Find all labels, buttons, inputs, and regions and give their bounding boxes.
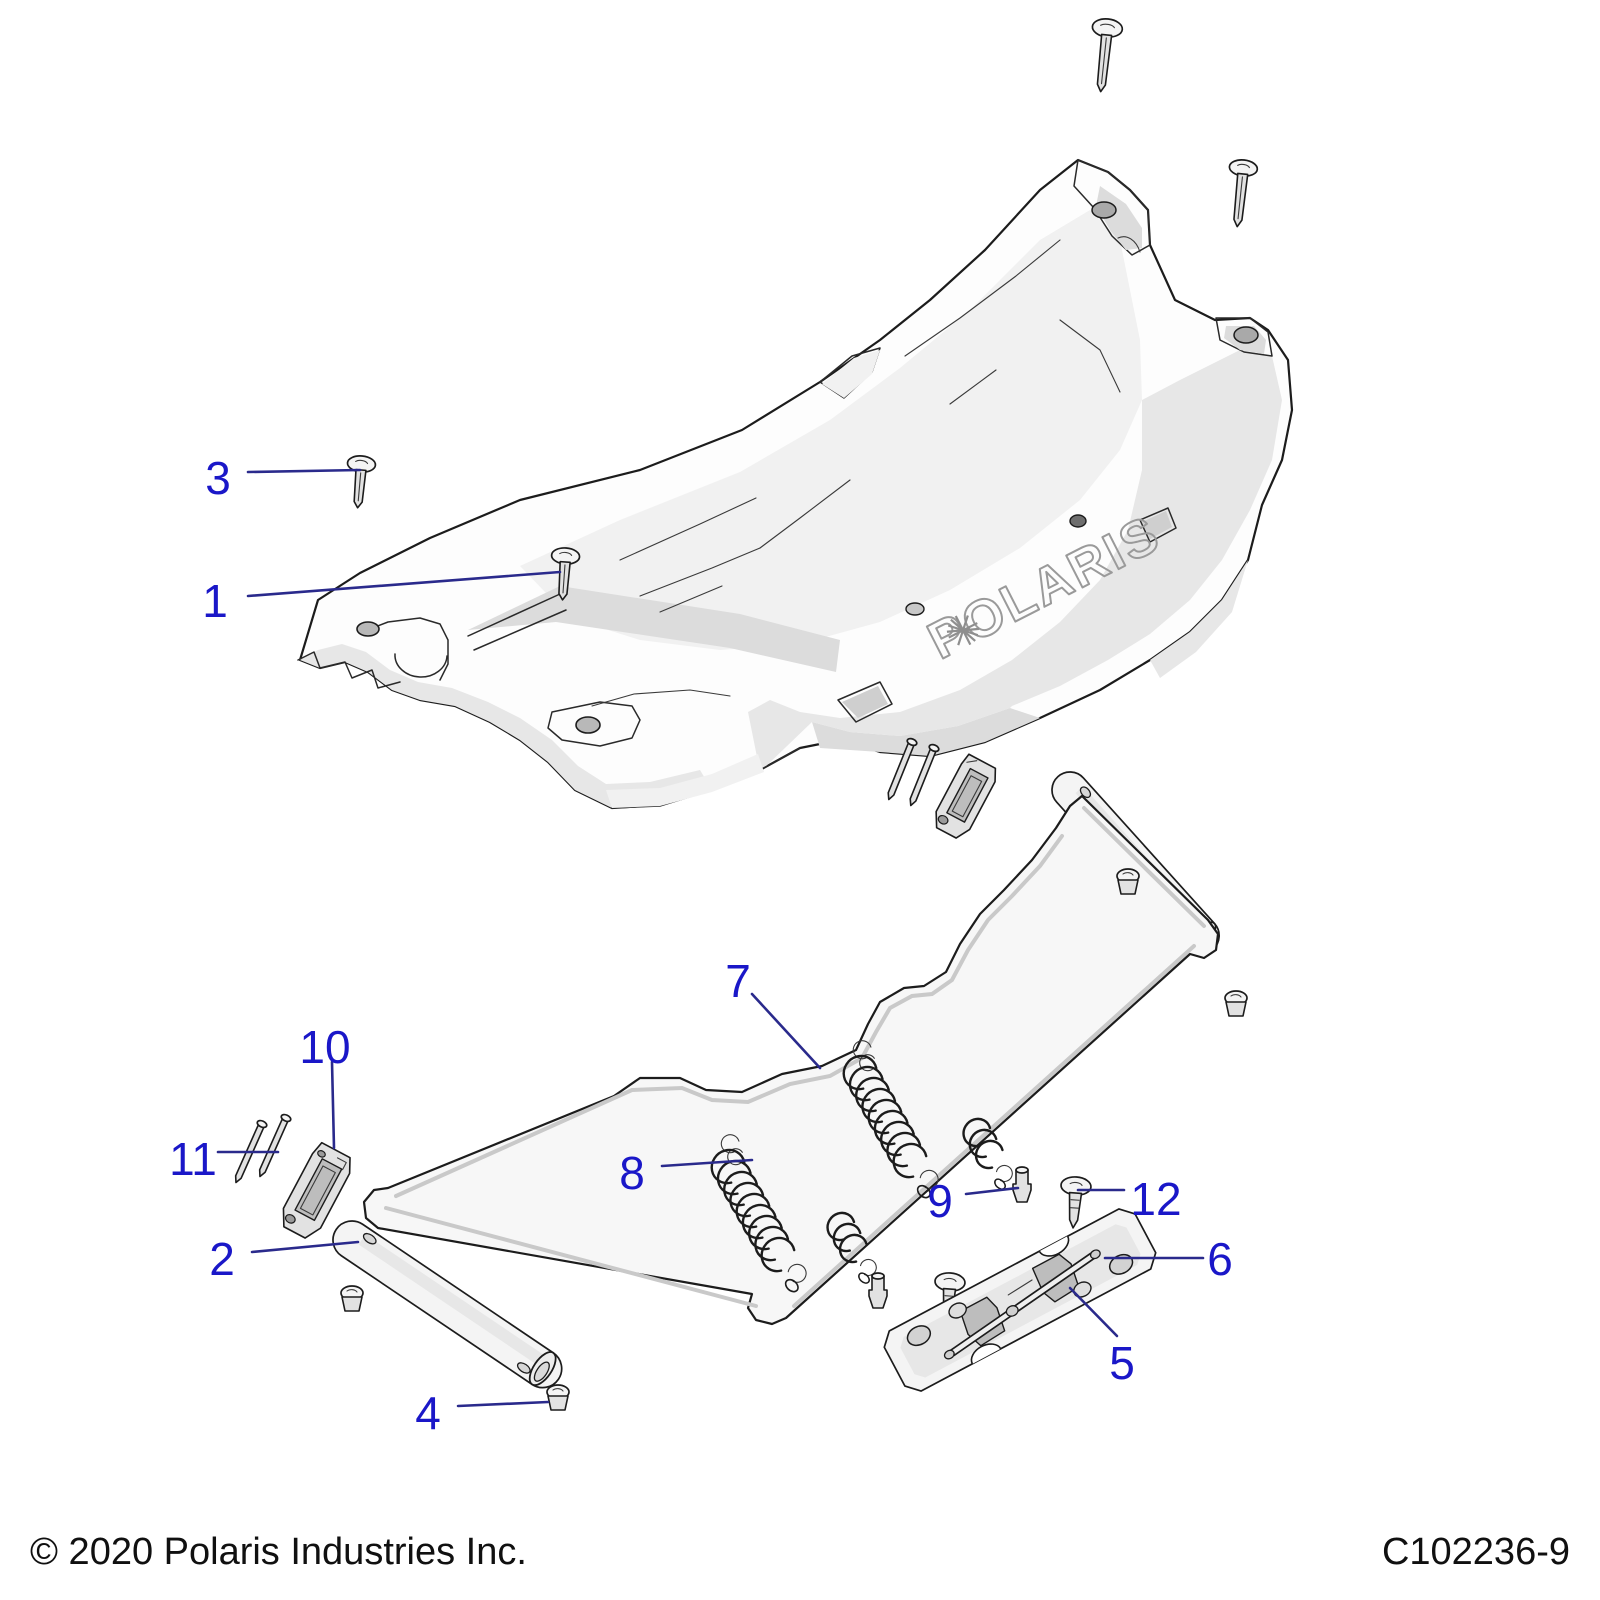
callout-label-8: 8 [619, 1147, 645, 1199]
latch-assembly-upper [887, 737, 997, 839]
callout-leaders [216, 468, 1205, 1408]
callout-label-5: 5 [1109, 1337, 1135, 1389]
leader-1 [246, 570, 562, 598]
callout-label-2: 2 [209, 1233, 235, 1285]
starburst-icon [946, 615, 980, 646]
leader-5 [1068, 1286, 1119, 1338]
push-rivet-icon-b [868, 1272, 888, 1309]
leader-4 [456, 1400, 550, 1408]
part-hood-body: POLARIS [297, 158, 1294, 810]
grommet-nut-icon-c [1224, 990, 1248, 1017]
grommet-nut-icon-a [340, 1285, 364, 1312]
part-latch-bracket [883, 1208, 1157, 1392]
spring-icon-lower [710, 1134, 807, 1293]
footer: © 2020 Polaris Industries Inc. C102236-9 [0, 1531, 1600, 1574]
callout-numbers: 1 2 3 4 5 6 7 8 9 10 11 12 [169, 452, 1233, 1439]
part-wire-frame [362, 794, 1220, 1326]
part-support-tube [332, 1220, 563, 1389]
spring-icon-stub-b [826, 1211, 877, 1284]
callout-label-3: 3 [205, 452, 231, 504]
copyright-notice: © 2020 Polaris Industries Inc. [30, 1531, 527, 1573]
leader-9 [964, 1186, 1020, 1196]
leader-7 [750, 992, 822, 1070]
leader-3 [246, 468, 362, 474]
spring-icon-stub-a [962, 1117, 1013, 1190]
leader-2 [250, 1240, 360, 1254]
callout-label-1: 1 [202, 575, 228, 627]
callout-label-7: 7 [725, 955, 751, 1007]
screw-icon-top-right-b [1228, 159, 1259, 228]
callout-label-6: 6 [1207, 1233, 1233, 1285]
screw-icon-on-body [550, 547, 581, 601]
spring-icon-upper [842, 1040, 939, 1199]
callout-label-9: 9 [927, 1175, 953, 1227]
screw-icon-callout-3 [346, 455, 377, 509]
leader-10 [330, 1060, 336, 1150]
grommet-nut-icon-b [546, 1384, 570, 1411]
drawing-part-number: C102236-9 [1381, 1531, 1570, 1573]
callout-label-12: 12 [1130, 1173, 1181, 1225]
part-latch-lower [282, 1141, 351, 1239]
leader-8 [660, 1158, 754, 1168]
grommet-nut-icon-d [1116, 868, 1140, 895]
callout-label-10: 10 [299, 1021, 350, 1073]
screw-icon-top-right-a [1091, 18, 1124, 93]
push-rivet-icon-a [1012, 1166, 1032, 1203]
callout-label-4: 4 [415, 1387, 441, 1439]
callout-label-11: 11 [169, 1133, 217, 1185]
flange-screw-icon-a [1060, 1176, 1092, 1229]
rivet-pin-icon-b [258, 1113, 292, 1178]
